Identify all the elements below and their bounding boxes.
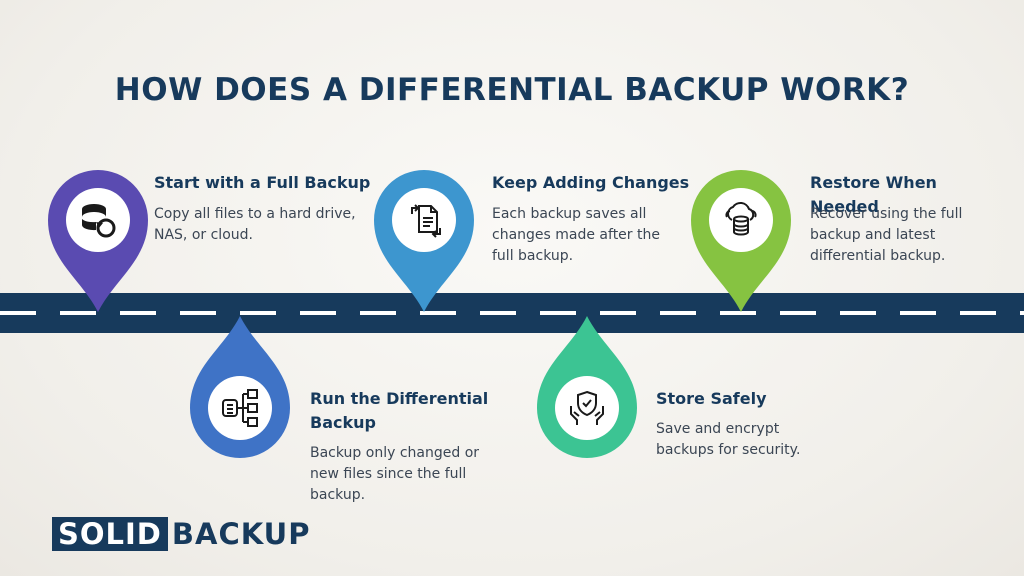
logo-part-solid: SOLID — [52, 517, 168, 551]
step-2-title: Run the Differential Backup — [310, 389, 489, 432]
step-5-pin — [689, 168, 793, 314]
cloud-database-icon — [709, 188, 773, 252]
step-3-title: Keep Adding Changes — [492, 173, 690, 192]
solidbackup-logo: SOLID BACKUP — [52, 517, 311, 551]
step-2-description: Backup only changed or new files since t… — [310, 445, 480, 503]
step-5-title: Restore When Needed — [810, 173, 937, 216]
step-4-description: Save and encrypt backups for security. — [656, 421, 801, 458]
step-1-pin — [46, 168, 150, 314]
page-title: HOW DOES A DIFFERENTIAL BACKUP WORK? — [114, 72, 910, 108]
step-5-description: Recover using the full backup and latest… — [810, 206, 963, 264]
road-center-line — [0, 311, 1024, 315]
step-3-pin — [372, 168, 476, 314]
shield-hands-icon — [555, 376, 619, 440]
step-3-description: Each backup saves all changes made after… — [492, 206, 660, 264]
timeline-road — [0, 293, 1024, 333]
step-1-description: Copy all files to a hard drive, NAS, or … — [154, 206, 356, 243]
database-restore-icon — [66, 188, 130, 252]
step-4-pin — [535, 314, 639, 460]
step-1-title: Start with a Full Backup — [154, 173, 371, 192]
logo-part-backup: BACKUP — [171, 517, 311, 551]
data-flow-icon — [208, 376, 272, 440]
document-sync-icon — [392, 188, 456, 252]
step-4-title: Store Safely — [656, 389, 767, 408]
step-2-pin — [188, 314, 292, 460]
